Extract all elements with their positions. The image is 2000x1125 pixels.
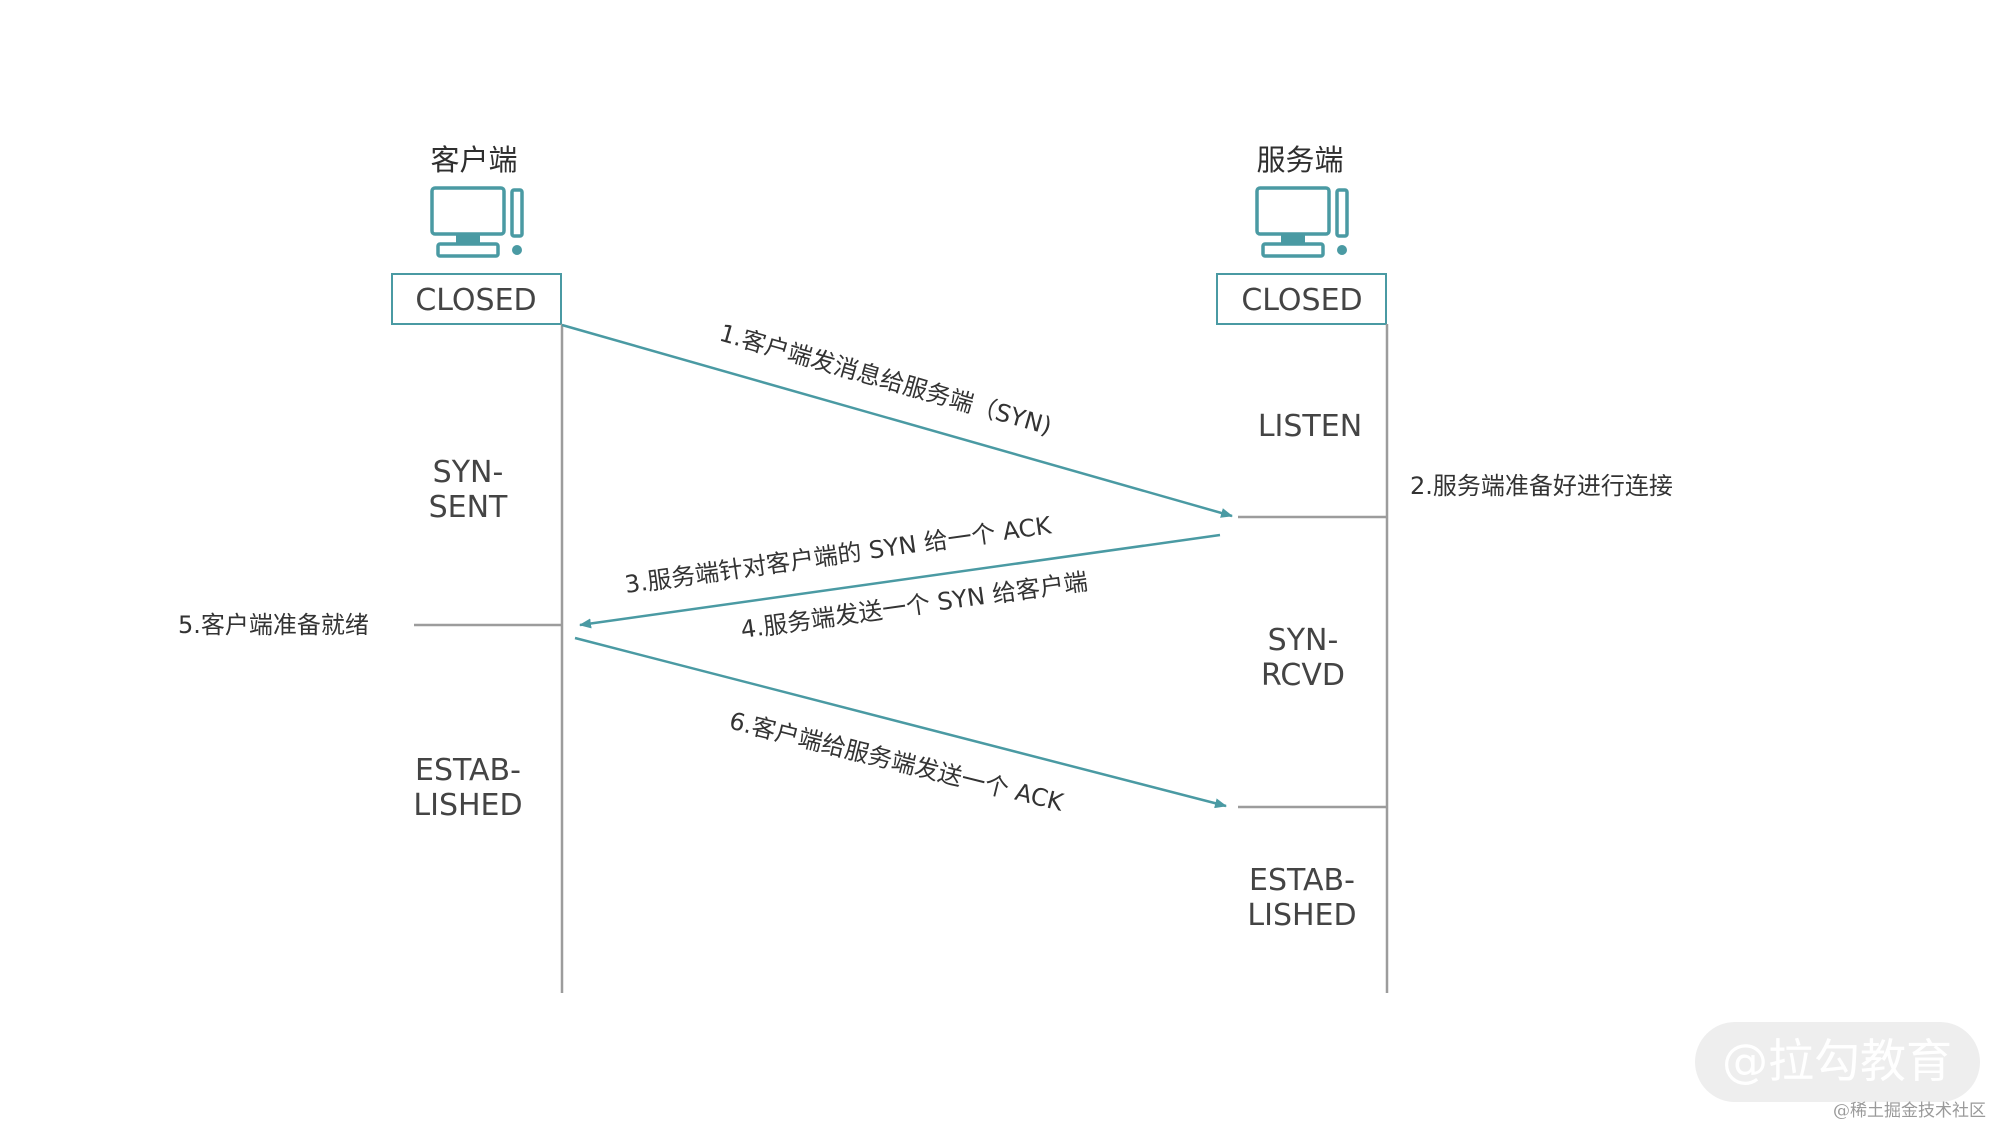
server-state-established-line-2: LISHED [1247, 898, 1356, 933]
server-state-established-line-1: ESTAB- [1249, 863, 1355, 898]
client-state-syn-sent-line-2: SENT [429, 490, 508, 525]
message-syn: 1.客户端发消息给服务端（SYN) [716, 319, 1054, 441]
client-note: 5.客户端准备就绪 [178, 611, 369, 639]
server-note: 2.服务端准备好进行连接 [1410, 472, 1673, 500]
server-state-syn-rcvd-line-1: SYN- [1268, 623, 1339, 658]
client-state-established-line-2: LISHED [413, 788, 522, 823]
computer-icon [1255, 186, 1349, 258]
client-title: 客户端 [430, 143, 517, 177]
ack-arrow [574, 636, 1227, 809]
syn-ack-arrow [579, 533, 1221, 629]
syn-arrow [561, 323, 1233, 518]
client-initial-state: CLOSED [415, 283, 536, 318]
server-state-box [1216, 273, 1387, 325]
client-state-box [391, 273, 562, 325]
server-state-syn-rcvd-line-2: RCVD [1261, 658, 1345, 693]
client-state-syn-sent-line-1: SYN- [433, 455, 504, 490]
watermark-text: @拉勾教育 [1722, 1034, 1952, 1088]
message-final-ack: 6.客户端给服务端发送一个 ACK [727, 707, 1068, 817]
watermark: @拉勾教育 @稀土掘金技术社区 [1695, 1022, 1986, 1121]
server-initial-state: CLOSED [1241, 283, 1362, 318]
server-title: 服务端 [1256, 143, 1343, 177]
client-state-established-line-1: ESTAB- [415, 753, 521, 788]
computer-icon [430, 186, 524, 258]
watermark-footer: @稀土掘金技术社区 [1833, 1101, 1986, 1121]
server-state-listen: LISTEN [1258, 409, 1362, 444]
